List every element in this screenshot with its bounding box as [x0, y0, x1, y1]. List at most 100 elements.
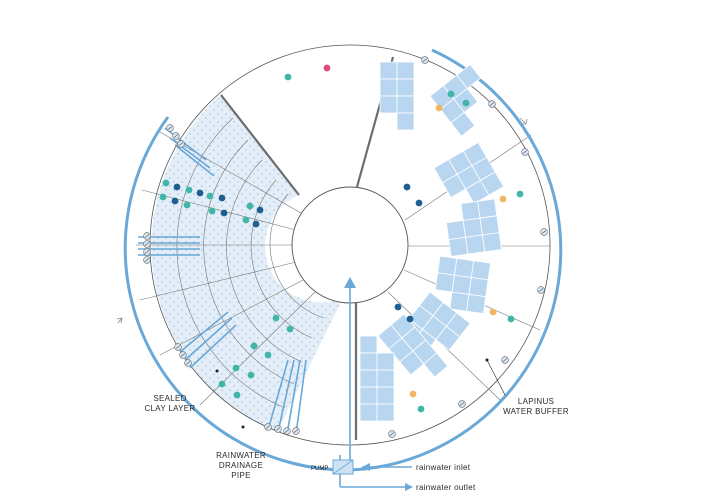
lapinus-block [396, 112, 415, 131]
sensor-dot [256, 206, 264, 214]
lapinus-block [445, 220, 467, 241]
valve-mark [175, 345, 181, 349]
valve-mark [144, 250, 150, 254]
sensor-dot [232, 364, 240, 372]
sensor-dot [247, 371, 255, 379]
valve-mark [144, 258, 150, 262]
sensor-dot [409, 390, 417, 398]
outlet-label: rainwater outlet [416, 483, 476, 492]
valve-icon [458, 400, 466, 408]
valve-icon [521, 148, 529, 156]
valve-mark [293, 429, 299, 433]
sensor-dot [284, 73, 292, 81]
lapinus-stack [429, 64, 482, 137]
sensor-dot [171, 197, 179, 205]
valve-mark [389, 432, 395, 436]
lapinus-block [477, 198, 498, 219]
lapinus-block [450, 111, 476, 137]
sensor-dot [323, 64, 331, 72]
pump-assembly: PUMP rainwater inlet rainwater outlet [311, 277, 476, 492]
valve-icon [388, 430, 396, 438]
sensor-dot [185, 186, 193, 194]
valve-icon [179, 351, 187, 359]
drainage-pipe [277, 359, 295, 433]
valve-mark [522, 150, 528, 154]
sensor-dot [196, 189, 204, 197]
lapinus-block [454, 257, 475, 279]
drainage-pipe [174, 144, 215, 177]
lapinus-block [376, 386, 395, 405]
sensor-dot [286, 325, 294, 333]
valves [143, 56, 548, 438]
lapinus-label-line2: WATER BUFFER [503, 407, 569, 416]
lapinus-block [359, 369, 378, 388]
sensor-dot [220, 209, 228, 217]
lapinus-block [481, 232, 503, 253]
valve-icon [143, 232, 151, 240]
valve-icon [166, 124, 174, 132]
drainage-pipe [164, 127, 207, 161]
valve-icon [488, 100, 496, 108]
lapinus-label-line1: LAPINUS [518, 397, 554, 406]
clay-label-line1: SEALED [153, 394, 186, 403]
valve-icon [143, 256, 151, 264]
lapinus-block [465, 234, 486, 255]
valve-mark [144, 234, 150, 238]
sensor-dot [415, 199, 423, 207]
valve-icon [177, 140, 185, 148]
flow-arrows [116, 117, 528, 324]
sensor-dot [435, 104, 443, 112]
sensor-dot [447, 90, 455, 98]
sensor-dot [507, 315, 515, 323]
drainage-pipe [179, 311, 229, 353]
lapinus-block [359, 352, 378, 371]
lapinus-block [460, 200, 481, 221]
lapinus-block [359, 403, 378, 422]
valve-mark [173, 134, 179, 138]
drain-label-line1: RAINWATER [216, 451, 266, 460]
valve-icon [184, 359, 192, 367]
sensor-dots [159, 64, 524, 413]
lapinus-stack [433, 141, 505, 205]
lapinus-block [468, 277, 489, 298]
sensor-dot [218, 380, 226, 388]
drainage-pipe [286, 359, 301, 435]
sensor-dot [272, 314, 280, 322]
lapinus-block [462, 217, 483, 238]
valve-mark [275, 427, 281, 431]
sensor-dot [252, 220, 260, 228]
lapinus-block [448, 236, 469, 257]
valve-icon [143, 248, 151, 256]
drain-label-line2: DRAINAGE [219, 461, 263, 470]
lapinus-block [379, 61, 398, 80]
sensor-dot [208, 207, 216, 215]
drainage-pipe [184, 317, 233, 361]
valve-icon [421, 56, 429, 64]
valve-icon [537, 286, 545, 294]
valve-mark [178, 142, 184, 146]
collector-pipe-left [123, 116, 351, 472]
lapinus-block [449, 291, 470, 312]
lapinus-block [396, 95, 415, 114]
sensor-dot [183, 201, 191, 209]
zone-rings [176, 117, 325, 409]
sensor-dot [264, 351, 272, 359]
sensor-dot [406, 315, 414, 323]
valve-mark [284, 429, 290, 433]
lapinus-block [376, 369, 395, 388]
valve-mark [185, 361, 191, 365]
sensor-dot [206, 192, 214, 200]
inlet-label: rainwater inlet [416, 463, 471, 472]
valve-mark [502, 358, 508, 362]
valve-mark [180, 353, 186, 357]
valve-icon [292, 427, 300, 435]
valve-icon [143, 240, 151, 248]
drain-label-line3: PIPE [231, 471, 250, 480]
valve-mark [265, 425, 271, 429]
lapinus-block [379, 78, 398, 97]
lapinus-block [396, 61, 415, 80]
lapinus-block [423, 352, 449, 378]
lapinus-blocks [359, 61, 505, 422]
lapinus-block [434, 272, 455, 293]
